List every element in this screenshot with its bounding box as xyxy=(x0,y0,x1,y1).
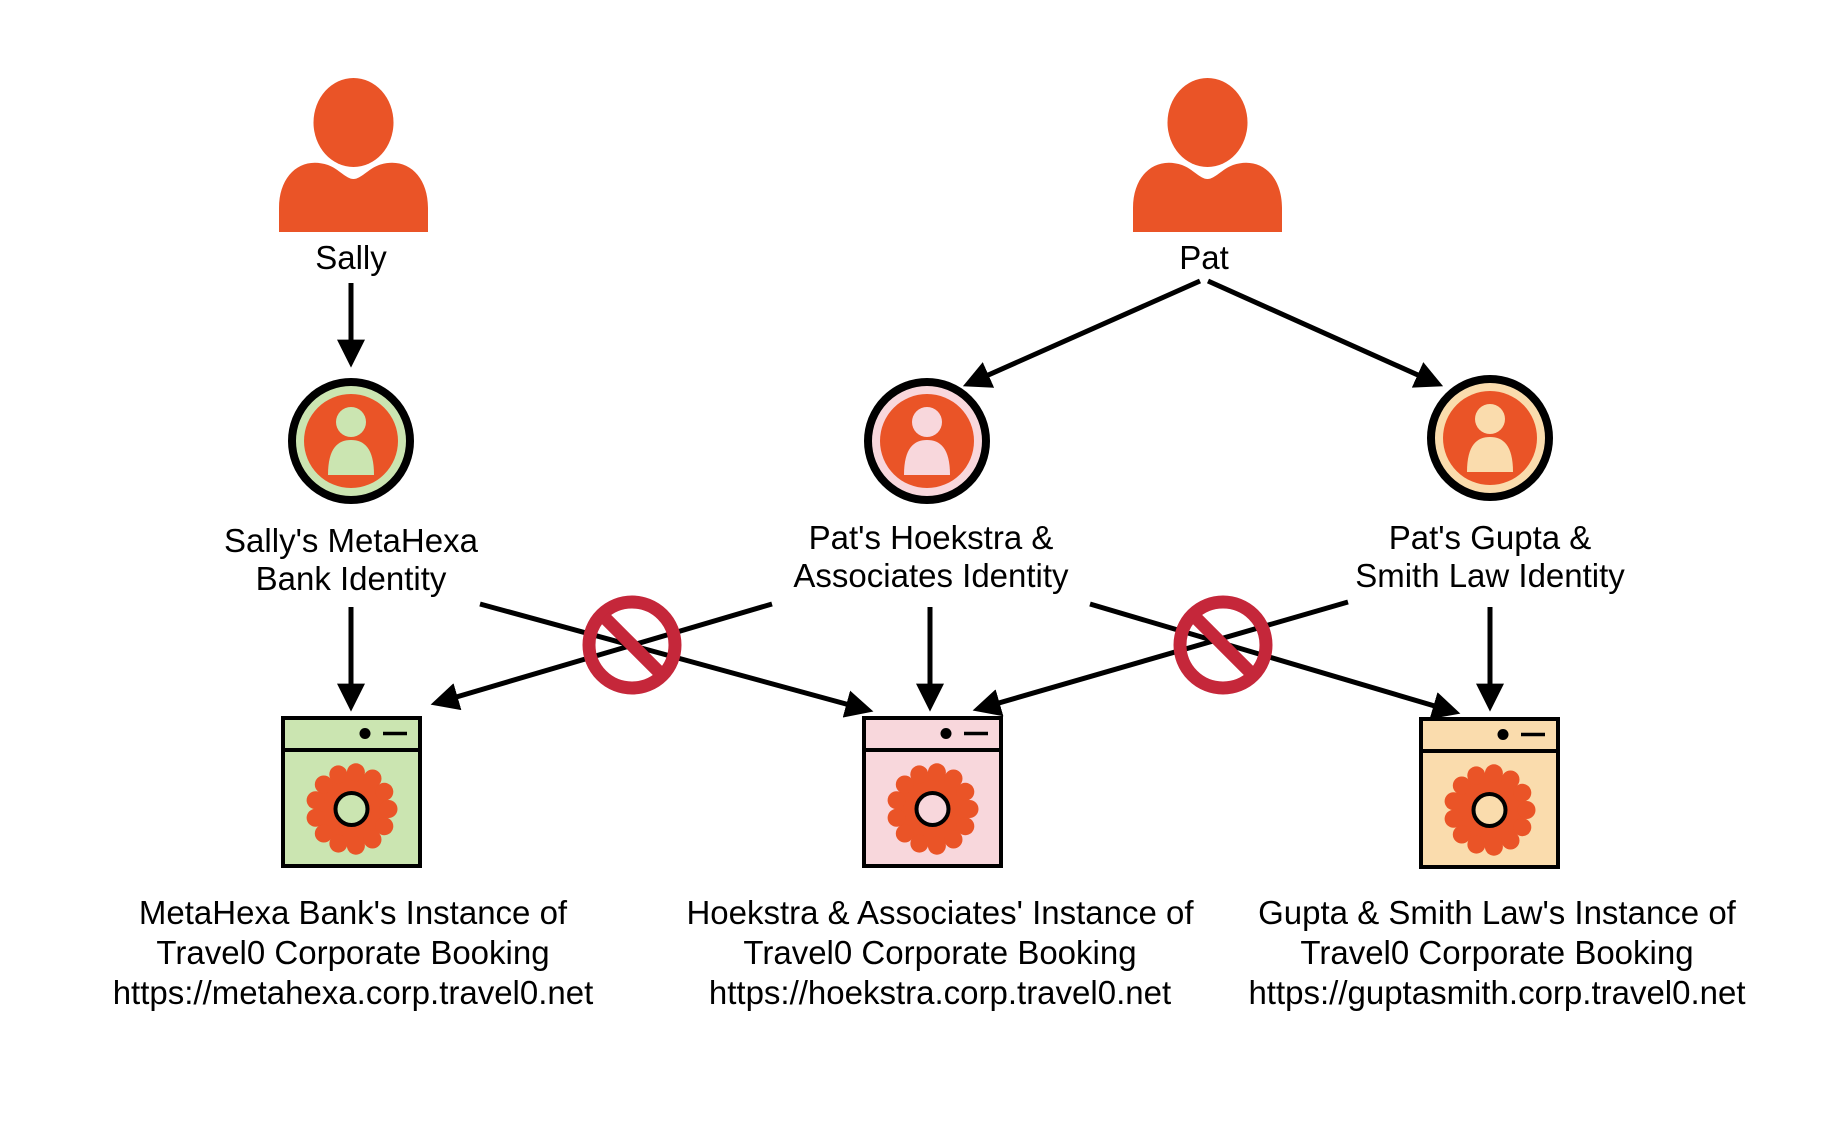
instance-label-metahexa: MetaHexa Bank's Instance of Travel0 Corp… xyxy=(112,894,594,1011)
identity-label-pat-hoekstra: Pat's Hoekstra & Associates Identity xyxy=(793,519,1069,594)
pat-person-icon xyxy=(1133,78,1282,232)
hoekstra-instance-window-icon xyxy=(862,716,1003,868)
arrow-hoekstra-identity-to-gupta-instance-denied xyxy=(1089,601,1461,720)
arrow-hoekstra-identity-to-metahexa-instance-denied xyxy=(430,601,773,711)
pat-gupta-identity-badge-icon xyxy=(1427,375,1553,501)
identity-label-sally-metahexa: Sally's MetaHexa Bank Identity xyxy=(224,522,478,597)
sally-person-icon xyxy=(279,78,428,232)
guptasmith-instance-window-icon xyxy=(1419,717,1560,869)
sally-metahexa-identity-badge-icon xyxy=(288,378,414,504)
sally-label: Sally xyxy=(315,239,387,276)
instance-label-hoekstra: Hoekstra & Associates' Instance of Trave… xyxy=(686,894,1194,1011)
arrow-pat-to-hoekstra-identity xyxy=(962,278,1202,388)
prohibited-icon-left xyxy=(582,595,682,695)
arrow-pat-to-gupta-identity xyxy=(1206,278,1444,388)
identity-label-pat-gupta: Pat's Gupta & Smith Law Identity xyxy=(1355,519,1625,594)
pat-label: Pat xyxy=(1179,239,1229,276)
pat-hoekstra-identity-badge-icon xyxy=(864,378,990,504)
prohibited-icon-right xyxy=(1173,595,1273,695)
instance-label-guptasmith: Gupta & Smith Law's Instance of Travel0 … xyxy=(1248,894,1746,1011)
metahexa-instance-window-icon xyxy=(281,716,422,868)
arrow-gupta-identity-to-hoekstra-instance-denied xyxy=(972,599,1349,717)
